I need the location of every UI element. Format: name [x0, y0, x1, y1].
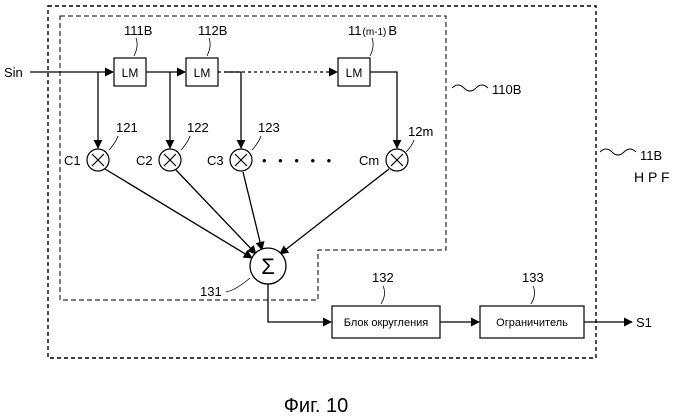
- multiplier-3-ref: 123: [258, 120, 280, 135]
- svg-text:LM: LM: [346, 66, 363, 80]
- summer: Σ: [250, 248, 286, 284]
- delay-block-1-ref: 111B: [124, 23, 152, 38]
- inner-block-label: 110B: [492, 82, 521, 97]
- multiplier-2-ref: 122: [187, 120, 209, 135]
- rounding-block: Блок округления: [332, 306, 440, 338]
- multiplier-1: [87, 149, 109, 171]
- limiter-block: Ограничитель: [480, 306, 584, 338]
- delay-block-1: LM: [114, 58, 146, 86]
- input-label: Sin: [4, 65, 23, 80]
- summer-ref: 131: [200, 284, 222, 299]
- svg-text:Ограничитель: Ограничитель: [496, 317, 568, 329]
- delay-block-m1: LM: [338, 58, 370, 86]
- delay-block-2: LM: [186, 58, 218, 86]
- outer-block-sublabel: H P F: [634, 169, 670, 185]
- ellipsis: • • • • •: [262, 153, 335, 168]
- multiplier-m: [386, 149, 408, 171]
- coef-cm: Cm: [359, 153, 379, 168]
- multiplier-1-ref: 121: [116, 120, 138, 135]
- multiplier-3: [230, 149, 252, 171]
- multiplier-2: [159, 149, 181, 171]
- limiter-block-ref: 133: [522, 270, 544, 285]
- delay-block-m1-ref: 11(m-1)B: [348, 23, 397, 38]
- figure-caption: Фиг. 10: [284, 395, 349, 417]
- multiplier-m-ref: 12m: [408, 124, 433, 139]
- outer-block-label: 11B: [640, 148, 662, 163]
- svg-text:LM: LM: [194, 66, 211, 80]
- svg-text:Σ: Σ: [261, 254, 275, 279]
- coef-c3: C3: [207, 153, 224, 168]
- inner-block-leader: [452, 85, 488, 91]
- coef-c1: C1: [64, 153, 81, 168]
- rounding-block-ref: 132: [372, 270, 394, 285]
- coef-c2: C2: [136, 153, 153, 168]
- svg-text:LM: LM: [122, 66, 139, 80]
- output-label: S1: [636, 315, 652, 330]
- outer-block-leader: [600, 149, 636, 155]
- svg-text:Блок округления: Блок округления: [344, 317, 429, 329]
- delay-block-2-ref: 112B: [198, 23, 227, 38]
